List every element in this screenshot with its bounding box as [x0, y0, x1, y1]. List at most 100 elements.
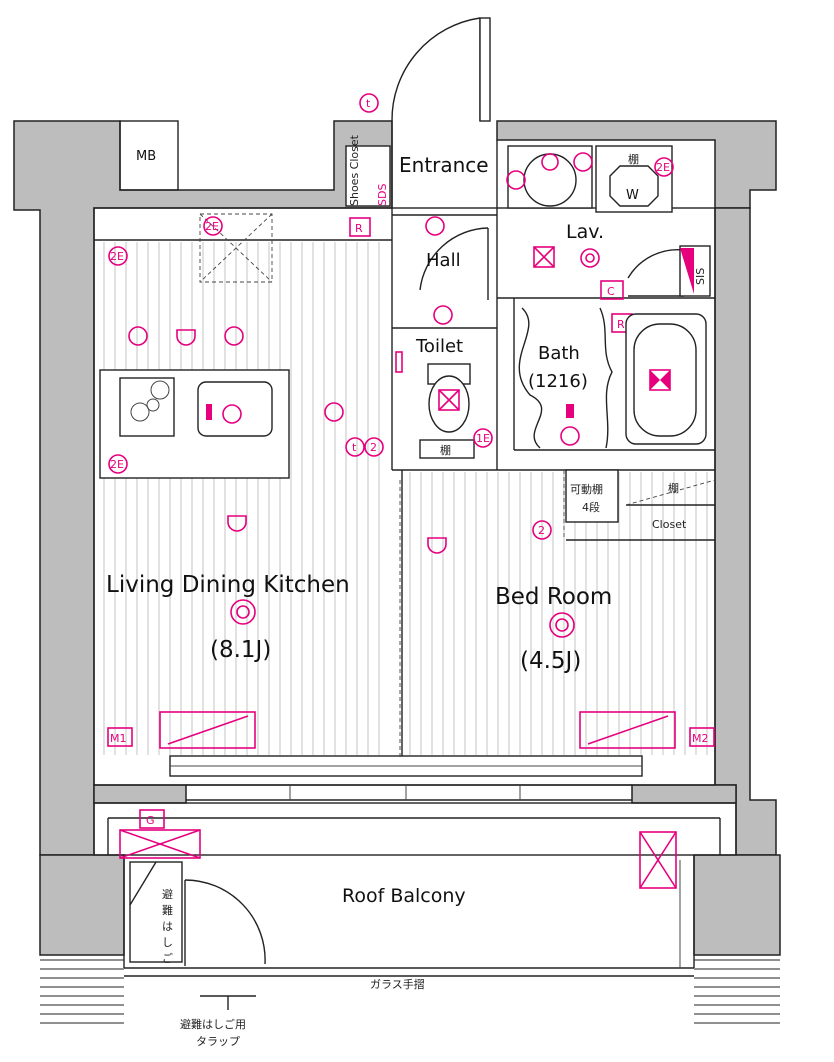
stairs-left [40, 959, 124, 1024]
hall-door-swing [419, 227, 489, 291]
lav-shelf-label: 棚 [628, 152, 639, 166]
sis-label: SIS [694, 268, 707, 285]
ldk-label: Living Dining Kitchen [106, 572, 350, 598]
marker-m2: M2 [692, 732, 709, 745]
ventilation-icon [533, 246, 555, 268]
outdoor-unit [639, 831, 677, 889]
fridge-space [199, 213, 273, 283]
toilet-shelf-label: 棚 [440, 443, 451, 457]
lav-outlet-icon [506, 170, 526, 190]
faucet-valve-icon [206, 404, 212, 420]
burner-icon [146, 398, 160, 412]
downlight-icon [324, 402, 344, 422]
outlet-2e-2: 2E [110, 458, 124, 471]
glass-rail-label: ガラス手摺 [370, 977, 425, 991]
marker-g-label: G [146, 814, 155, 827]
marker-c-label: C [607, 285, 615, 298]
pink-markers: R M1 M2 2E 2E 2E 2E 1E 2 2 t t [107, 93, 715, 747]
downlight-icon [224, 326, 244, 346]
evac-ladder-char-1: 避 [162, 887, 173, 901]
evac-hatch-label-1: 避難はしご用 [180, 1017, 246, 1031]
faucet-icon [222, 404, 242, 424]
closet-shelf-label: 棚 [668, 481, 679, 495]
marker-g [139, 809, 165, 829]
outlet-1e: 1E [476, 432, 490, 445]
toilet-switch-icon [395, 351, 403, 373]
marker-m1: M1 [110, 732, 127, 745]
evac-ladder-diag [129, 861, 157, 906]
marker-r-ldk: R [355, 222, 363, 235]
bedroom-label: Bed Room [495, 584, 612, 610]
intercom-outlet: t [366, 97, 371, 110]
burner-icon [130, 402, 150, 422]
evac-ladder-char-5: ご [162, 951, 173, 965]
evac-ladder-box [129, 861, 183, 963]
hall-light-icon [425, 216, 445, 236]
ac-unit-bedroom [579, 711, 676, 749]
pendant-icon [227, 515, 247, 532]
toilet-light-icon [433, 305, 453, 325]
washer-label: W [626, 188, 639, 203]
sds-label: SDS [376, 184, 389, 206]
toilet-label: Toilet [415, 336, 463, 357]
evac-hatch-label-2: タラップ [196, 1035, 240, 1048]
toilet-shelf [419, 439, 475, 459]
light-icon [580, 248, 600, 268]
wall-bottom-left-pillar [39, 854, 125, 956]
floor-stripes-ldk [103, 242, 380, 755]
closet-label: Closet [652, 518, 687, 531]
bath-size-label: (1216) [528, 371, 588, 392]
faucet-icon [541, 153, 559, 171]
pendant-icon [176, 329, 196, 346]
marker-c [600, 280, 624, 300]
entry-door [391, 17, 491, 122]
shoe-closet-label: Shoes Closet [348, 134, 361, 206]
hall-label: Hall [426, 250, 461, 271]
evac-ladder-char-4: し [162, 936, 173, 949]
outlet-2-bed: 2 [538, 524, 545, 537]
adjustable-shelf-label-1: 可動棚 [570, 482, 603, 496]
wall-mb-cap [178, 121, 334, 190]
wall-right [714, 207, 777, 856]
wall-divider-ldk-balcony [93, 784, 187, 804]
bedroom-main-light-icon [549, 612, 575, 638]
toilet-bowl [428, 375, 470, 433]
washer-pan [609, 165, 659, 207]
adjustable-shelf-label-2: 4段 [582, 500, 600, 514]
lav-label: Lav. [566, 221, 604, 243]
bedroom-size-label: (4.5J) [520, 648, 581, 674]
outlet-2e-4: 2E [656, 161, 670, 174]
shoe-closet [345, 145, 391, 207]
wall-bottom-right-pillar [693, 854, 781, 956]
closet-rail [625, 479, 716, 506]
pendant-icon [427, 537, 447, 554]
ldk-size-label: (8.1J) [210, 637, 271, 663]
sash-windows [169, 755, 643, 801]
mb-box [119, 120, 179, 191]
water-heater [119, 829, 201, 859]
washer-space [595, 145, 673, 213]
evac-ladder-char-2: 難 [162, 904, 173, 917]
lav-outlet-icon [573, 152, 593, 172]
shower-valve-icon [566, 404, 574, 418]
bath-vent-fill [650, 370, 670, 390]
bath-label: Bath [538, 343, 580, 364]
balcony [93, 802, 737, 969]
outlet-2e-3: 2E [205, 220, 219, 233]
bath-door-curve [599, 307, 613, 449]
balcony-door-swing [184, 879, 266, 965]
stairs-right [694, 959, 780, 1024]
ac-unit-ldk [159, 711, 256, 749]
mb-label: MB [136, 149, 156, 164]
adjustable-shelf [565, 469, 619, 523]
balcony-label: Roof Balcony [342, 885, 466, 907]
toilet-vent-icon [438, 389, 460, 411]
lav-door-swing [627, 248, 685, 279]
entrance-label: Entrance [399, 153, 489, 177]
shower-icon [560, 426, 580, 446]
burner-icon [150, 380, 170, 400]
tv-outlet: t [352, 441, 357, 454]
outlet-2-ldk: 2 [370, 441, 377, 454]
ldk-main-light-icon [230, 599, 256, 625]
